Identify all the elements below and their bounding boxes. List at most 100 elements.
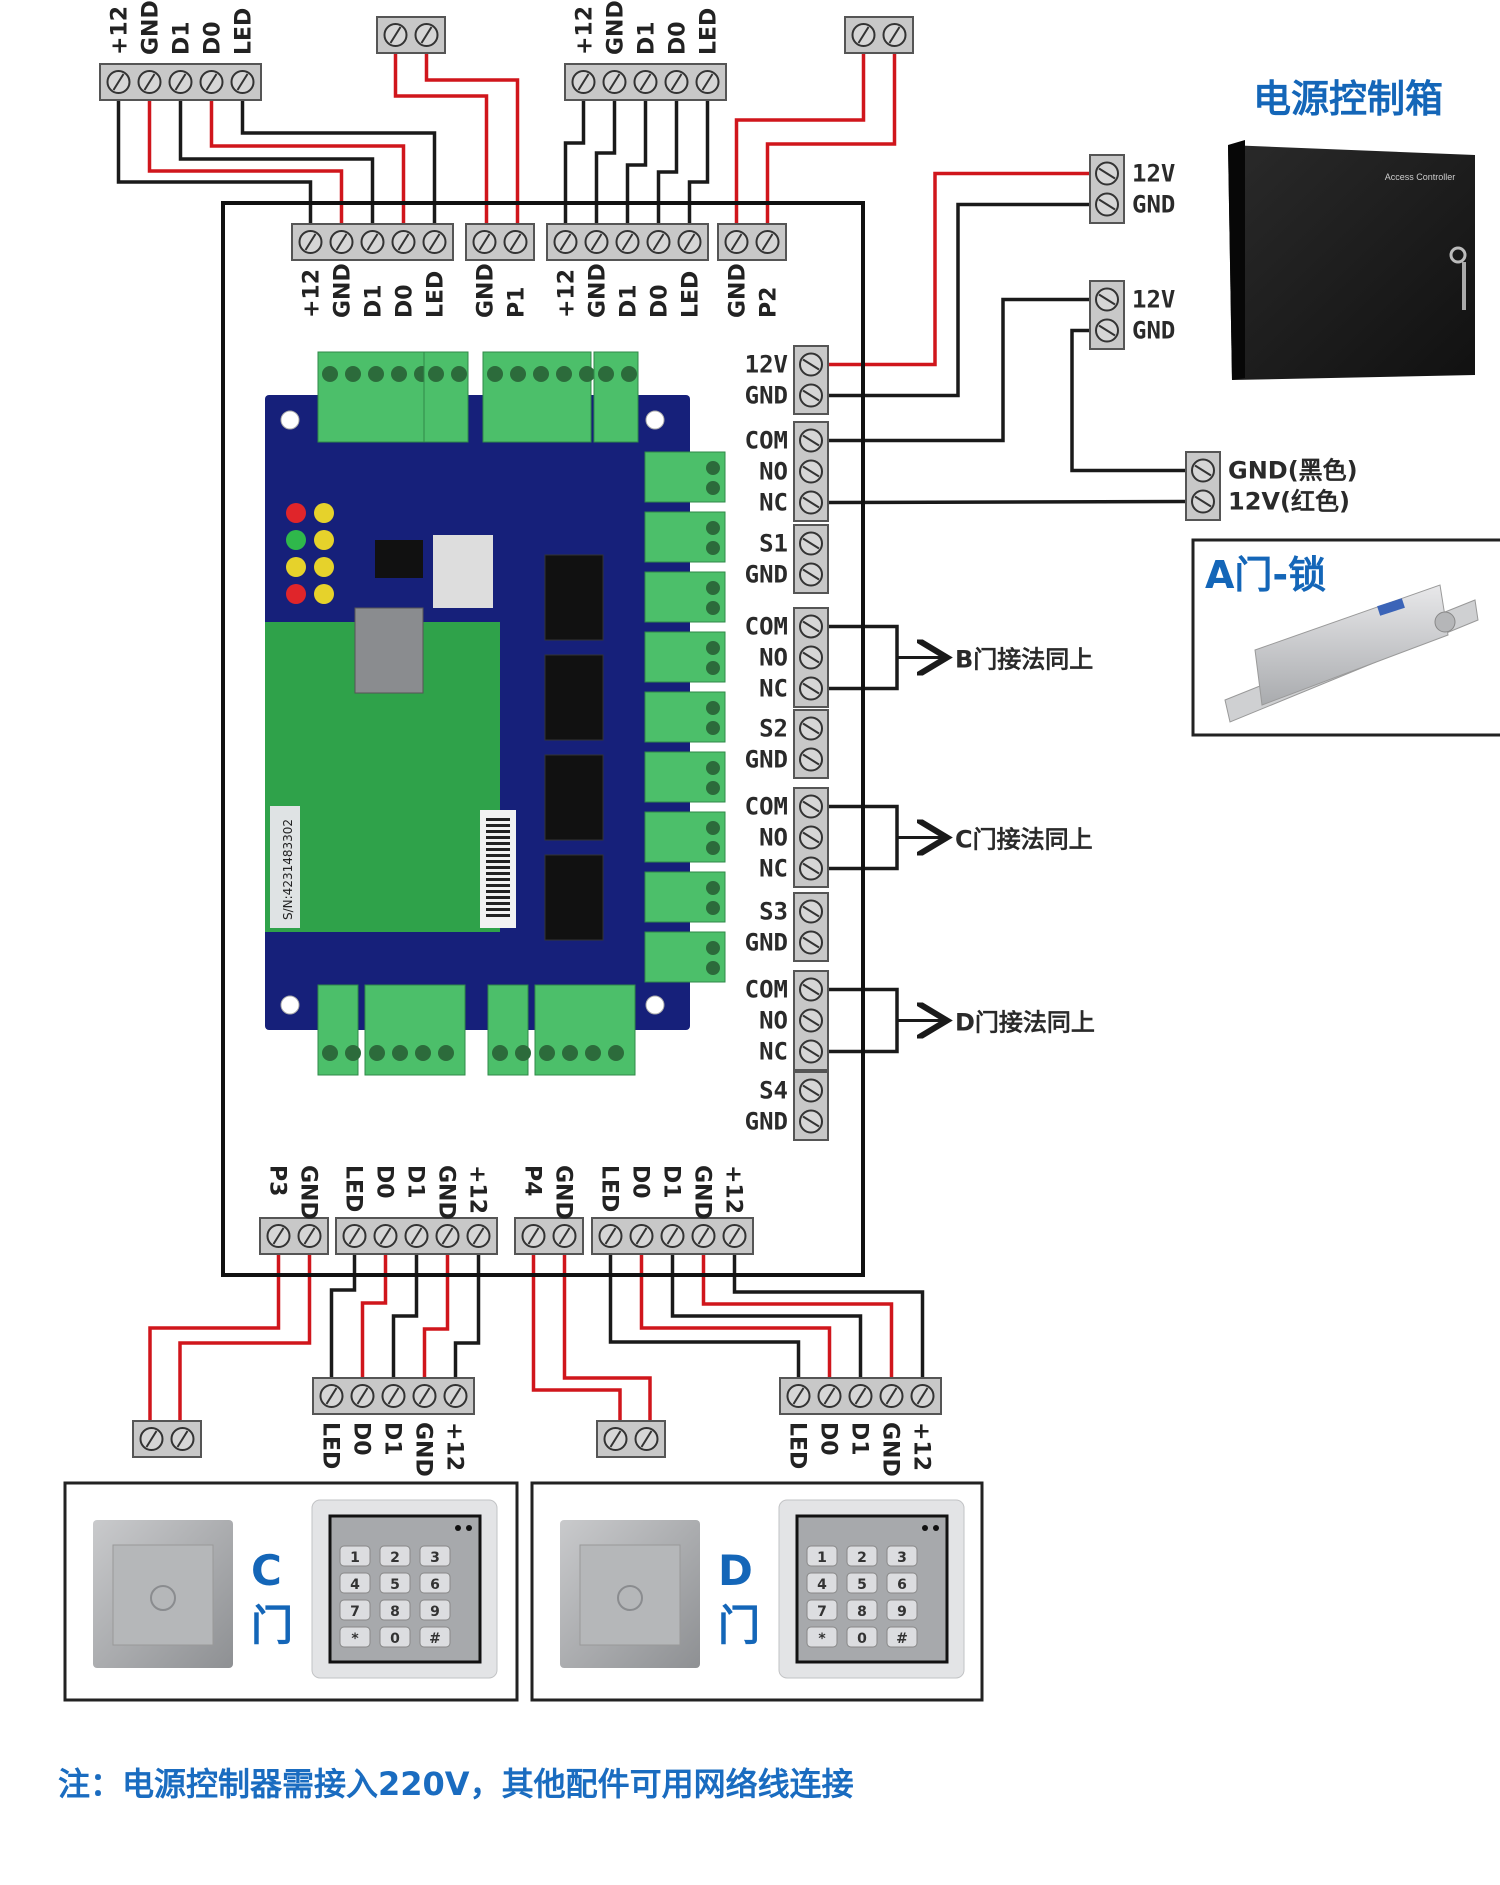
screw-icon: [435, 1224, 460, 1248]
screw-icon: [319, 1384, 344, 1408]
screw-slot: [205, 73, 218, 91]
keypad-key: [419, 1599, 451, 1621]
screw-slot: [1098, 293, 1116, 306]
exit-button-face: [112, 1544, 214, 1646]
door-letter: D: [718, 1546, 753, 1595]
screw-slot: [916, 1387, 929, 1405]
footnote: 注：电源控制器需接入220V，其他配件可用网络线连接: [58, 1765, 854, 1803]
keypad-key-label: 5: [857, 1577, 867, 1593]
top-reader-b-label: +12: [573, 6, 598, 55]
screw-slot: [802, 682, 820, 695]
barcode-line: [486, 914, 510, 917]
screw-icon: [799, 428, 823, 453]
pcb-screw: [706, 781, 720, 795]
mount-hole-icon: [280, 995, 300, 1015]
serial-sticker: [270, 806, 300, 928]
pcb-screw: [608, 1045, 624, 1061]
ctrl-right-label: S4: [759, 1077, 788, 1105]
screw-icon: [553, 230, 578, 254]
screw-slot: [652, 233, 665, 251]
screw-icon: [342, 1224, 367, 1248]
pcb-screw: [706, 541, 720, 555]
power-12v-wire: [828, 171, 1090, 367]
screw-slot: [701, 73, 714, 91]
keypad-key-label: 5: [390, 1577, 400, 1593]
ctrl-right-label: GND: [745, 929, 788, 957]
screw-icon: [602, 70, 627, 94]
top-reader-a-label: D0: [201, 21, 226, 55]
power-box-image: Access Controller: [1228, 140, 1475, 380]
screw-slot: [527, 1227, 540, 1245]
status-led-icon: [314, 557, 334, 577]
barcode-line: [486, 872, 510, 875]
ctrl-right-terminal-sensor1: [793, 524, 829, 594]
keypad-key-label: 2: [390, 1550, 400, 1566]
keypad-key-label: 8: [857, 1604, 867, 1620]
pcb-screw: [598, 366, 614, 382]
status-led-icon: [286, 530, 306, 550]
relay-note-c: C门接法同上: [955, 826, 1093, 854]
screw-icon: [799, 490, 823, 515]
keypad-key-label: 1: [350, 1550, 360, 1566]
screw-slot: [802, 722, 820, 735]
keypad-key: [846, 1572, 878, 1594]
pcb-screw: [579, 366, 595, 382]
keypad-key: [886, 1626, 918, 1648]
screw-slot: [697, 1227, 710, 1245]
screw-icon: [817, 1384, 842, 1408]
keypad-key: [379, 1572, 411, 1594]
pcb-screw: [428, 366, 444, 382]
screw-slot: [670, 73, 683, 91]
screw-icon: [1191, 489, 1215, 514]
pcb-screw: [515, 1045, 531, 1061]
ctrl-right-label: S1: [759, 530, 788, 558]
screw-slot: [304, 233, 317, 251]
relay-icon: [544, 754, 604, 841]
screw-slot: [325, 1387, 338, 1405]
pcb-screw: [368, 366, 384, 382]
ctrl-right-terminal-relay4: [793, 970, 829, 1071]
key-icon: [1449, 246, 1467, 310]
top-reader-b-label: LED: [697, 8, 722, 55]
button2-wire: [765, 53, 897, 224]
lock-terminal: [1185, 451, 1221, 521]
screw-slot: [635, 1227, 648, 1245]
reader3-wire: [422, 1254, 450, 1378]
pcb-screw: [369, 1045, 385, 1061]
pcb-screw: [706, 481, 720, 495]
keypad-key: [886, 1545, 918, 1567]
ctrl-right-label: NO: [759, 1007, 788, 1035]
screw-icon: [799, 676, 823, 701]
screw-icon: [786, 1384, 811, 1408]
power-box-brand: Access Controller: [1385, 172, 1456, 182]
screw-icon: [383, 23, 408, 47]
keypad-key: [379, 1626, 411, 1648]
screw-slot: [112, 73, 125, 91]
screw-slot: [802, 936, 820, 949]
door-word: 门: [718, 1601, 760, 1650]
ctrl-right-label: NO: [759, 644, 788, 672]
pcb-screw: [585, 1045, 601, 1061]
top-button-1-terminal: [376, 16, 446, 54]
barcode-line: [486, 878, 510, 881]
ctrl-reader1-label: D1: [362, 284, 387, 318]
bottom-reader-d-label: D1: [847, 1422, 872, 1456]
screw-slot: [802, 496, 820, 509]
keypad-key-label: #: [896, 1631, 908, 1647]
screw-slot: [609, 1430, 622, 1448]
screw-slot: [559, 233, 572, 251]
pcb-screw: [706, 661, 720, 675]
exit-button-icon: [150, 1585, 176, 1611]
screw-icon: [1095, 318, 1119, 343]
keypad-key: [339, 1572, 371, 1594]
screw-icon: [360, 230, 385, 254]
screw-slot: [1098, 167, 1116, 180]
status-led-icon: [314, 530, 334, 550]
screw-slot: [1194, 464, 1212, 477]
pcb-screw: [451, 366, 467, 382]
keypad-key: [886, 1572, 918, 1594]
screw-icon: [443, 1384, 468, 1408]
screw-icon: [799, 1039, 823, 1064]
screw-icon: [633, 70, 658, 94]
